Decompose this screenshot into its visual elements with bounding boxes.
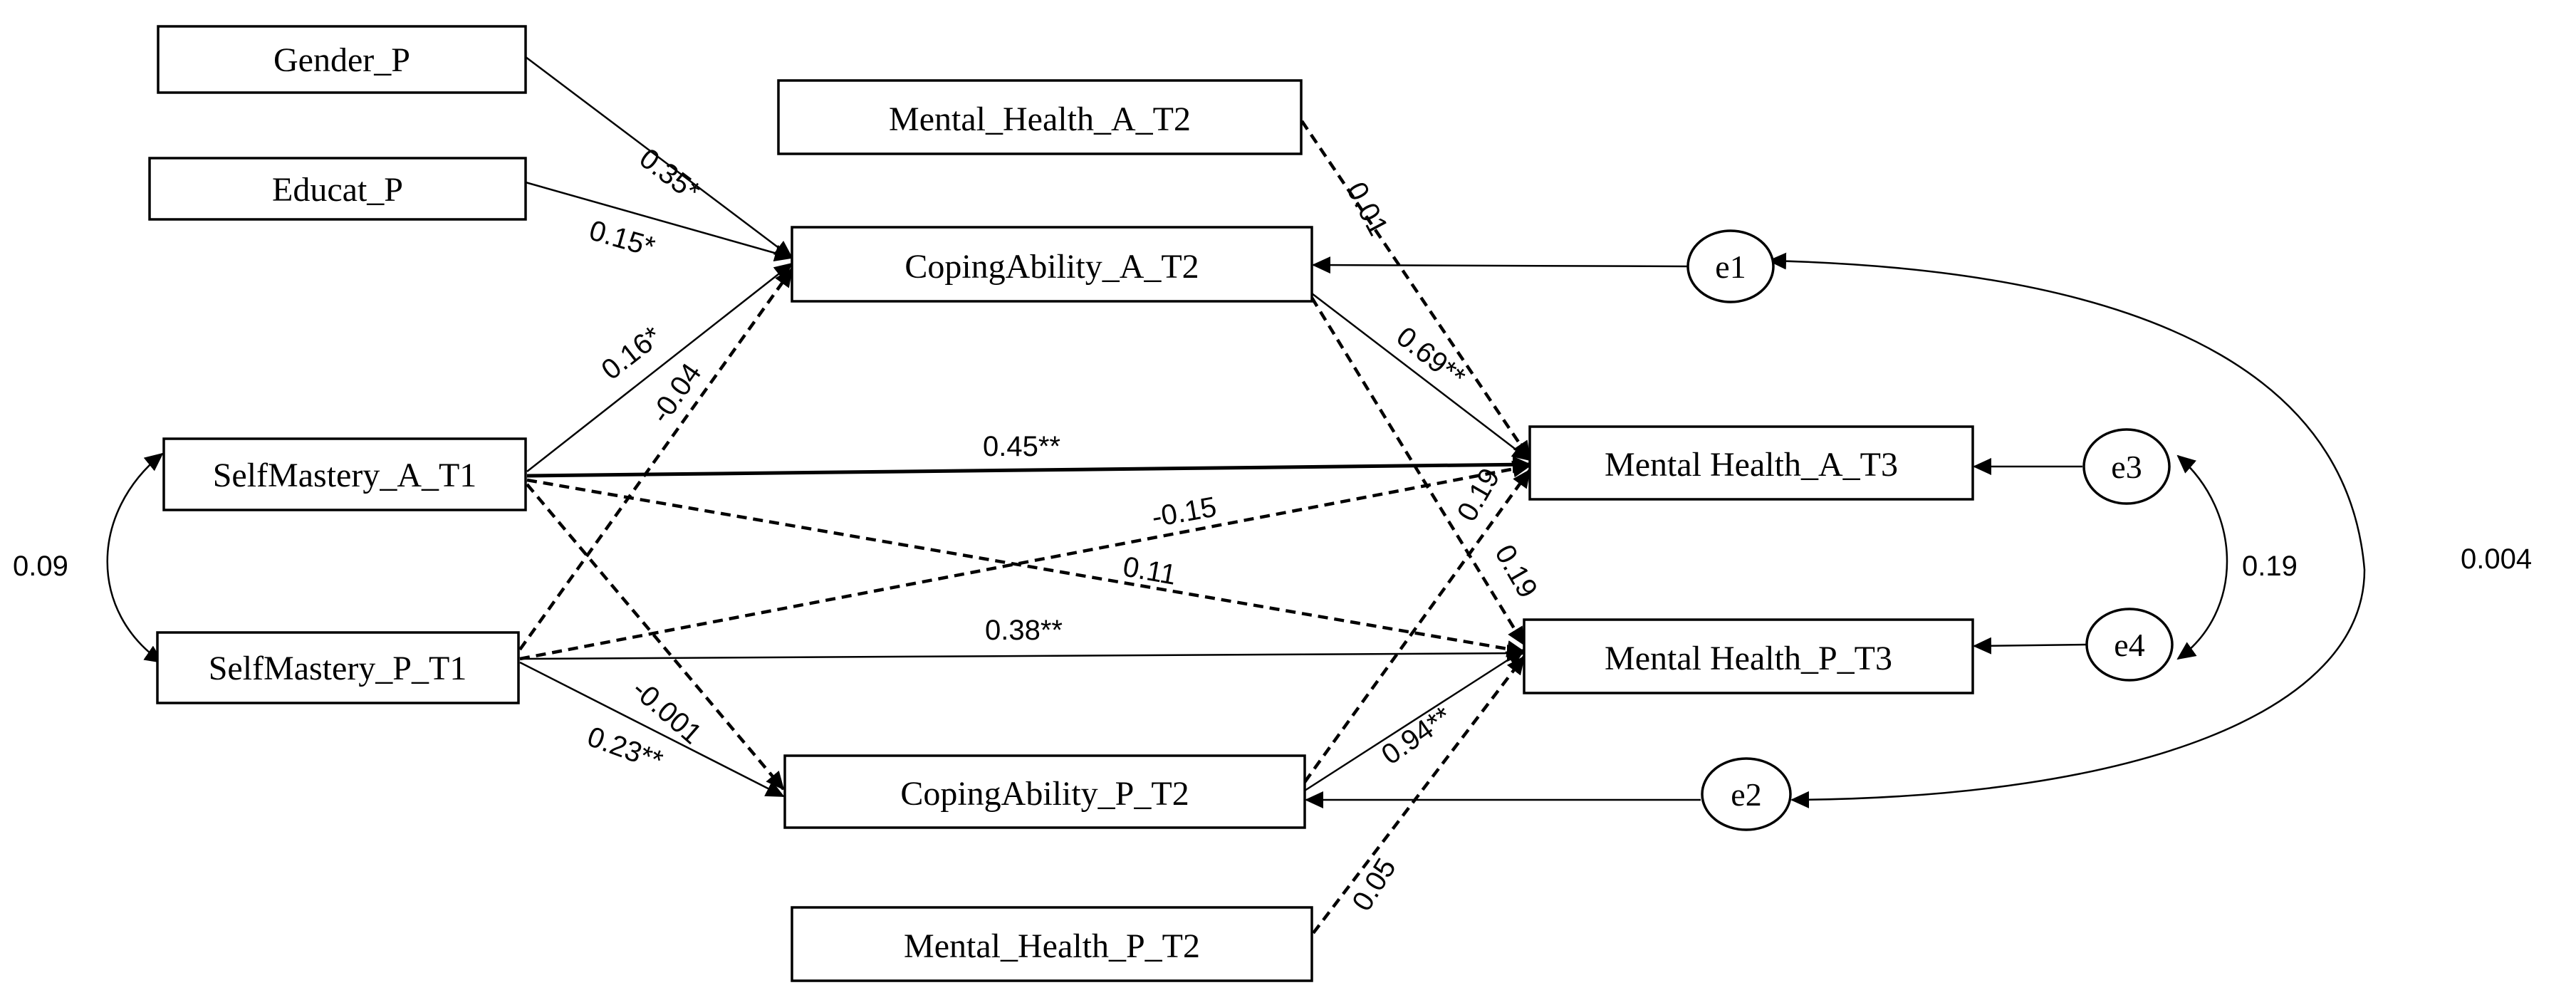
path-gender-to-coping-a bbox=[525, 56, 793, 259]
coef-sm-p-to-mh-p: 0.38** bbox=[985, 615, 1063, 646]
node-mental-health-a-t2: Mental_Health_A_T2 bbox=[777, 79, 1303, 155]
node-copingability-a-t2-label: CopingAbility_A_T2 bbox=[904, 248, 1199, 286]
path-mh-a-t2-to-mh-a-t3 bbox=[1300, 120, 1531, 460]
node-educat-p-label: Educat_P bbox=[272, 171, 403, 209]
error-e3-label: e3 bbox=[2111, 449, 2142, 485]
coef-sm-p-to-coping-p: 0.23** bbox=[583, 721, 667, 777]
path-coping-p-to-mh-a bbox=[1303, 469, 1531, 783]
error-e1: e1 bbox=[1686, 229, 1775, 303]
node-selfmastery-p-t1: SelfMastery_P_T1 bbox=[156, 631, 520, 704]
error-e4-label: e4 bbox=[2114, 627, 2144, 663]
node-copingability-p-t2-label: CopingAbility_P_T2 bbox=[900, 775, 1189, 813]
coef-sm-p-to-coping-a: -0.04 bbox=[645, 358, 707, 429]
node-selfmastery-a-t1-label: SelfMastery_A_T1 bbox=[213, 457, 477, 494]
error-e3: e3 bbox=[2082, 428, 2171, 505]
node-gender-p: Gender_P bbox=[157, 25, 527, 94]
path-coping-a-to-mh-a bbox=[1311, 293, 1531, 462]
error-e2: e2 bbox=[1701, 757, 1792, 831]
path-sm-p-to-mh-p bbox=[519, 645, 1526, 662]
path-coping-p-to-mh-p bbox=[1304, 648, 1526, 792]
coef-gender-to-coping-a: 0.35* bbox=[634, 142, 706, 207]
coef-coping-p-to-mh-a: 0.19 bbox=[1451, 463, 1506, 526]
node-mental-health-a-t3: Mental Health_A_T3 bbox=[1528, 425, 1974, 501]
path-mh-p-t2-to-mh-p-t3 bbox=[1312, 655, 1526, 934]
path-educat-to-coping-a bbox=[525, 181, 793, 262]
node-selfmastery-p-t1-label: SelfMastery_P_T1 bbox=[209, 650, 467, 687]
coef-coping-a-to-mh-p: 0.19 bbox=[1488, 540, 1543, 603]
node-gender-p-label: Gender_P bbox=[273, 41, 410, 79]
coef-coping-a-to-mh-a: 0.69** bbox=[1390, 321, 1471, 393]
cov-e1-e2 bbox=[1768, 252, 2366, 808]
node-copingability-p-t2: CopingAbility_P_T2 bbox=[783, 754, 1306, 829]
path-sm-p-to-mh-a bbox=[519, 460, 1531, 661]
error-e2-label: e2 bbox=[1731, 776, 1761, 813]
path-sm-a-to-coping-a bbox=[526, 262, 793, 472]
cov-label-e3-e4: 0.19 bbox=[2242, 551, 2298, 582]
path-e1-to-coping-a bbox=[1312, 256, 1689, 274]
coef-sm-a-to-mh-a: 0.45** bbox=[983, 431, 1060, 462]
node-mental-health-p-t3-label: Mental Health_P_T3 bbox=[1605, 640, 1892, 677]
node-educat-p: Educat_P bbox=[148, 157, 527, 221]
error-e4: e4 bbox=[2085, 608, 2174, 682]
cov-label-sm-a-sm-p: 0.09 bbox=[13, 551, 68, 582]
coef-educat-to-coping-a: 0.15* bbox=[586, 214, 659, 263]
node-mental-health-a-t3-label: Mental Health_A_T3 bbox=[1605, 446, 1898, 484]
node-mental-health-p-t2-label: Mental_Health_P_T2 bbox=[904, 927, 1200, 965]
node-selfmastery-a-t1: SelfMastery_A_T1 bbox=[162, 437, 527, 511]
path-sm-a-to-mh-a bbox=[526, 456, 1531, 478]
path-sm-a-to-coping-p bbox=[526, 483, 785, 791]
path-e4-to-mh-p bbox=[1973, 637, 2087, 655]
error-e1-label: e1 bbox=[1715, 249, 1746, 285]
coef-sm-p-to-mh-a: -0.15 bbox=[1149, 491, 1219, 533]
path-sm-a-to-mh-p bbox=[526, 478, 1526, 657]
path-sm-p-to-coping-p bbox=[519, 661, 785, 798]
cov-e3-e4 bbox=[2176, 454, 2228, 660]
path-coping-a-to-mh-p bbox=[1310, 296, 1526, 646]
node-mental-health-p-t3: Mental Health_P_T3 bbox=[1523, 618, 1974, 694]
path-sm-p-to-coping-a bbox=[518, 268, 793, 651]
cov-sm-a-sm-p bbox=[106, 452, 164, 664]
node-mental-health-p-t2: Mental_Health_P_T2 bbox=[791, 906, 1313, 982]
coef-mh-p-t2-to-mh-p-t3: 0.05 bbox=[1346, 853, 1402, 916]
cov-label-e1-e2: 0.004 bbox=[2461, 543, 2532, 575]
coef-mh-a-t2-to-mh-a-t3: 0.01 bbox=[1340, 177, 1394, 241]
coef-sm-a-to-coping-a: 0.16* bbox=[595, 321, 667, 386]
node-copingability-a-t2: CopingAbility_A_T2 bbox=[791, 226, 1313, 303]
node-mental-health-a-t2-label: Mental_Health_A_T2 bbox=[889, 100, 1191, 138]
